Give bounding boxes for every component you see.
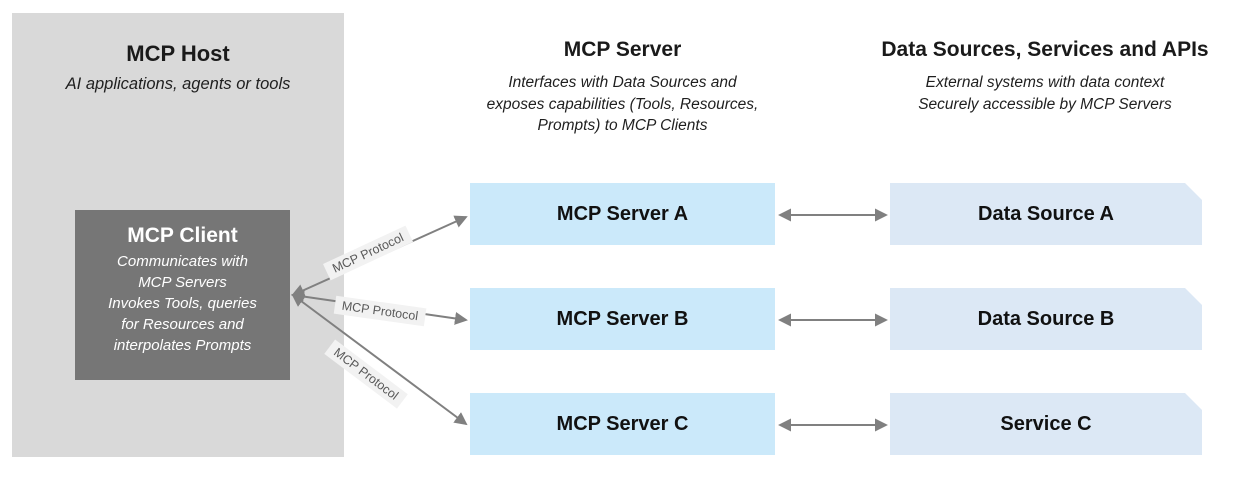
- sources-column-title: Data Sources, Services and APIs: [881, 38, 1209, 61]
- data-source-b-box: Data Source B: [890, 288, 1202, 350]
- sources-column-subtitle: External systems with data context Secur…: [918, 74, 1172, 113]
- data-source-b-label: Data Source B: [977, 307, 1115, 330]
- server-column-header: MCP Server Interfaces with Data Sources …: [470, 38, 775, 137]
- host-subtitle: AI applications, agents or tools: [65, 75, 291, 93]
- mcp-protocol-label-b: MCP Protocol: [333, 295, 427, 327]
- mcp-server-a-label: MCP Server A: [556, 202, 689, 225]
- mcp-server-b-label: MCP Server B: [556, 307, 689, 330]
- data-source-a-label: Data Source A: [978, 202, 1114, 225]
- client-description: Communicates with MCP Servers Invokes To…: [108, 253, 257, 354]
- mcp-client-box: MCP Client Communicates with MCP Servers…: [75, 210, 290, 380]
- server-column-title: MCP Server: [563, 38, 682, 61]
- server-column-subtitle: Interfaces with Data Sources and exposes…: [486, 74, 759, 135]
- host-title: MCP Host: [126, 41, 230, 66]
- client-title: MCP Client: [127, 224, 238, 247]
- mcp-server-b-box: MCP Server B: [470, 288, 775, 350]
- data-source-a-box: Data Source A: [890, 183, 1202, 245]
- sources-column-header: Data Sources, Services and APIs External…: [855, 38, 1235, 115]
- mcp-server-a-box: MCP Server A: [470, 183, 775, 245]
- mcp-host-panel: MCP Host AI applications, agents or tool…: [12, 13, 344, 457]
- mcp-server-c-box: MCP Server C: [470, 393, 775, 455]
- service-c-box: Service C: [890, 393, 1202, 455]
- service-c-label: Service C: [1000, 412, 1092, 435]
- mcp-server-c-label: MCP Server C: [556, 412, 689, 435]
